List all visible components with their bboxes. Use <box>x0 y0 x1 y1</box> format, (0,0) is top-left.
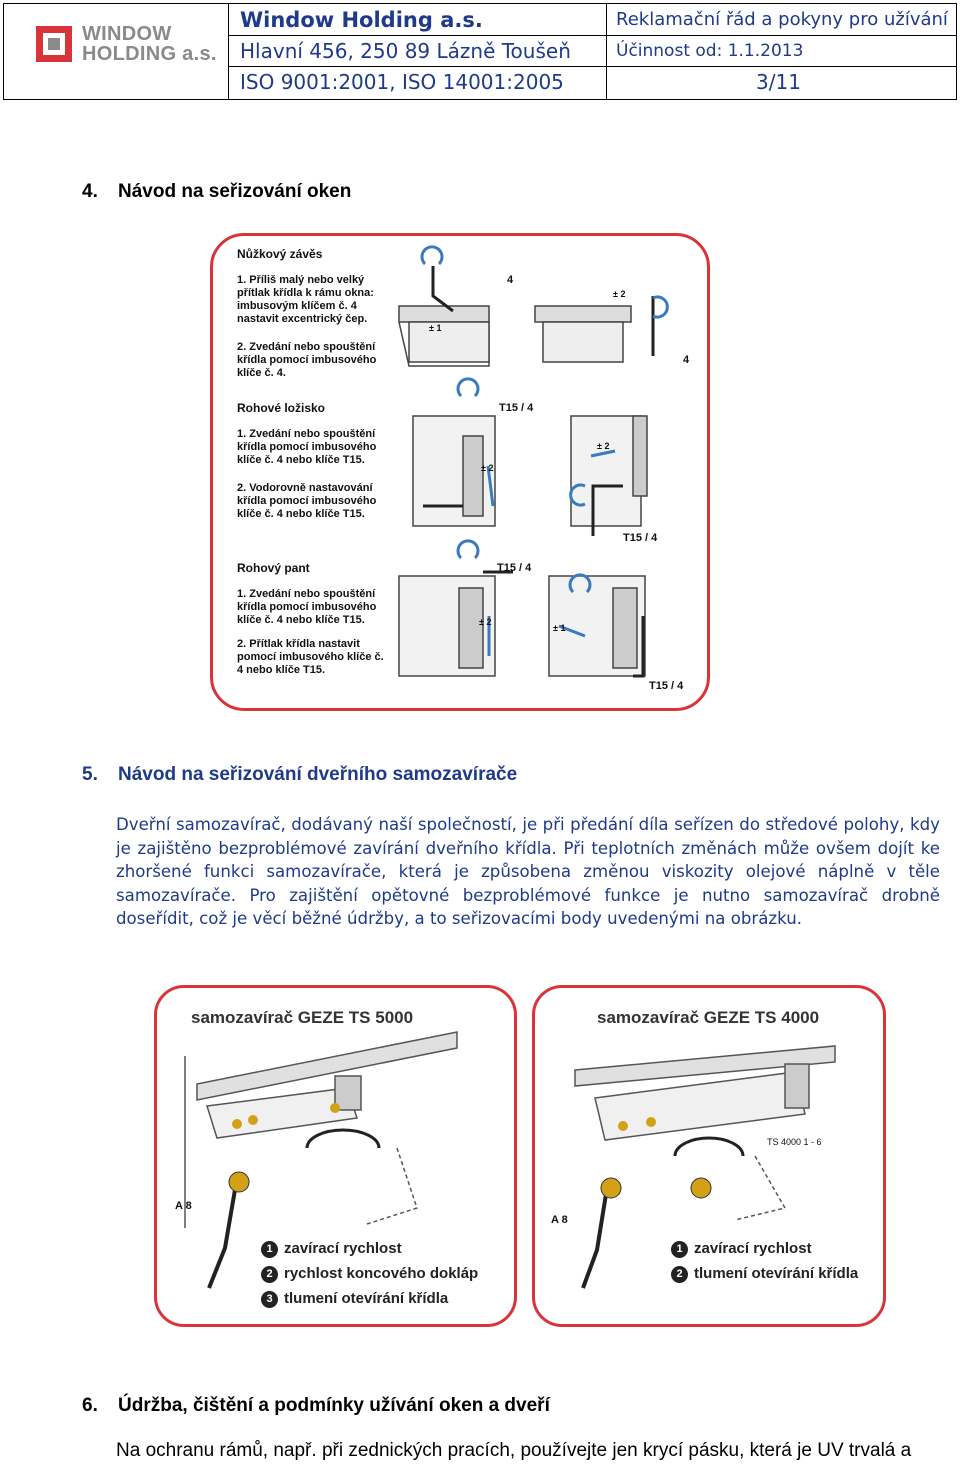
legend-number: 1 <box>671 1240 688 1258</box>
logo-line-2: HOLDING a.s. <box>82 43 217 65</box>
fig-heading-pant: Rohový pant <box>237 561 310 575</box>
hardware-drawings <box>398 245 669 678</box>
adjust-mark: ± 2 <box>613 289 626 299</box>
geze-ts5000-figure: samozavírač GEZE TS 5000 A 8 1 zavírací r… <box>154 985 517 1327</box>
company-address: Hlavní 456, 250 89 Lázně Toušeň <box>240 39 571 63</box>
section-4-heading: 4. Návod na seřizování oken <box>82 181 351 203</box>
document-header: WINDOW HOLDING a.s. Window Holding a.s. … <box>3 3 957 100</box>
header-divider <box>229 66 956 67</box>
effective-date: Účinnost od: 1.1.2013 <box>616 41 804 61</box>
adjust-mark: ± 2 <box>481 463 494 473</box>
section-number: 4. <box>82 181 98 202</box>
tool-t15-icon: T15 / 4 <box>497 562 532 574</box>
geze-ts4000-figure: samozavírač GEZE TS 4000 TS 4000 1 - 6 A… <box>532 985 886 1327</box>
legend-item-1: 1 zavírací rychlost <box>671 1240 812 1258</box>
section-5-paragraph: Dveřní samozavírač, dodávaný naší společ… <box>116 815 940 929</box>
section-number: 5. <box>82 764 98 785</box>
tool-hex-4-icon: 4 <box>507 274 514 286</box>
section-title: Návod na seřizování oken <box>118 181 352 202</box>
legend-item-1: 1 zavírací rychlost <box>261 1240 402 1258</box>
section-title: Návod na seřizování dveřního samozavírač… <box>118 764 518 785</box>
closer-drawing <box>574 1045 836 1289</box>
legend-text: tlumení otevírání křídla <box>284 1290 449 1307</box>
window-adjustment-figure: Nůžkový závěs 1. Příliš malý nebo velký … <box>210 233 710 711</box>
legend-text: tlumení otevírání křídla <box>694 1265 859 1282</box>
section-number: 6. <box>82 1395 98 1416</box>
adjust-mark: ± 2 <box>479 617 492 627</box>
page-number: 3/11 <box>756 70 801 94</box>
legend-item-2: 2 tlumení otevírání křídla <box>671 1265 858 1283</box>
ts-label: TS 4000 1 - 6 <box>767 1137 822 1147</box>
legend-number: 2 <box>671 1265 688 1283</box>
iso-certification: ISO 9001:2001, ISO 14001:2005 <box>240 70 564 94</box>
tool-t15-icon: T15 / 4 <box>649 680 684 692</box>
closer-drawing <box>184 1031 458 1289</box>
logo-line-1: WINDOW <box>82 23 172 45</box>
header-column-divider <box>606 4 607 99</box>
legend-text: zavírací rychlost <box>284 1240 402 1257</box>
figure-title: samozavírač GEZE TS 5000 <box>191 1008 414 1027</box>
fig-text-rohove-1: 1. Zvedání nebo spouštění křídla pomocí … <box>237 428 377 466</box>
company-logo-icon <box>36 26 72 62</box>
adjust-mark: ± 1 <box>429 323 442 333</box>
figure-title: samozavírač GEZE TS 4000 <box>597 1008 820 1027</box>
legend-item-3: 3 tlumení otevírání křídla <box>261 1290 448 1308</box>
logo-cell: WINDOW HOLDING a.s. <box>4 4 229 99</box>
fig-text-pant-1: 1. Zvedání nebo spouštění křídla pomocí … <box>237 588 377 626</box>
section-6-heading: 6. Údržba, čištění a podmínky užívání oke… <box>82 1395 550 1417</box>
fig-heading-nuzkovy: Nůžkový závěs <box>237 247 323 261</box>
tool-hex-4-icon: 4 <box>683 354 690 366</box>
legend-number: 1 <box>261 1240 278 1258</box>
header-divider <box>229 35 956 36</box>
fig-text-nuzkovy-2: 2. Zvedání nebo spouštění křídla pomocí … <box>237 341 377 379</box>
adjust-mark: ± 1 <box>553 623 566 633</box>
fig-text-pant-2: 2. Přítlak křídla nastavit pomocí imbuso… <box>237 638 384 676</box>
company-name: Window Holding a.s. <box>240 8 483 32</box>
label-a: A 8 <box>175 1200 192 1212</box>
section-5-heading: 5. Návod na seřizování dveřního samozavír… <box>82 764 517 786</box>
document-title: Reklamační řád a pokyny pro užívání <box>616 9 948 30</box>
legend-text: zavírací rychlost <box>694 1240 812 1257</box>
tool-t15-icon: T15 / 4 <box>623 532 658 544</box>
fig-text-rohove-2: 2. Vodorovně nastavování křídla pomocí i… <box>237 482 377 520</box>
legend-text: rychlost koncového dokláp <box>284 1265 479 1282</box>
fig-heading-rohove: Rohové ložisko <box>237 401 326 415</box>
tool-t15-icon: T15 / 4 <box>499 402 534 414</box>
section-title: Údržba, čištění a podmínky užívání oken … <box>118 1395 550 1416</box>
adjust-mark: ± 2 <box>597 441 610 451</box>
logo-text: WINDOW HOLDING a.s. <box>82 24 217 64</box>
fig-text-nuzkovy-1: 1. Příliš malý nebo velký přítlak křídla… <box>237 274 374 325</box>
label-a: A 8 <box>551 1214 568 1226</box>
legend-item-2: 2 rychlost koncového dokláp <box>261 1265 478 1283</box>
legend-number: 2 <box>261 1265 278 1283</box>
legend-number: 3 <box>261 1290 278 1308</box>
section-6-paragraph: Na ochranu rámů, např. při zednických pr… <box>116 1440 912 1461</box>
